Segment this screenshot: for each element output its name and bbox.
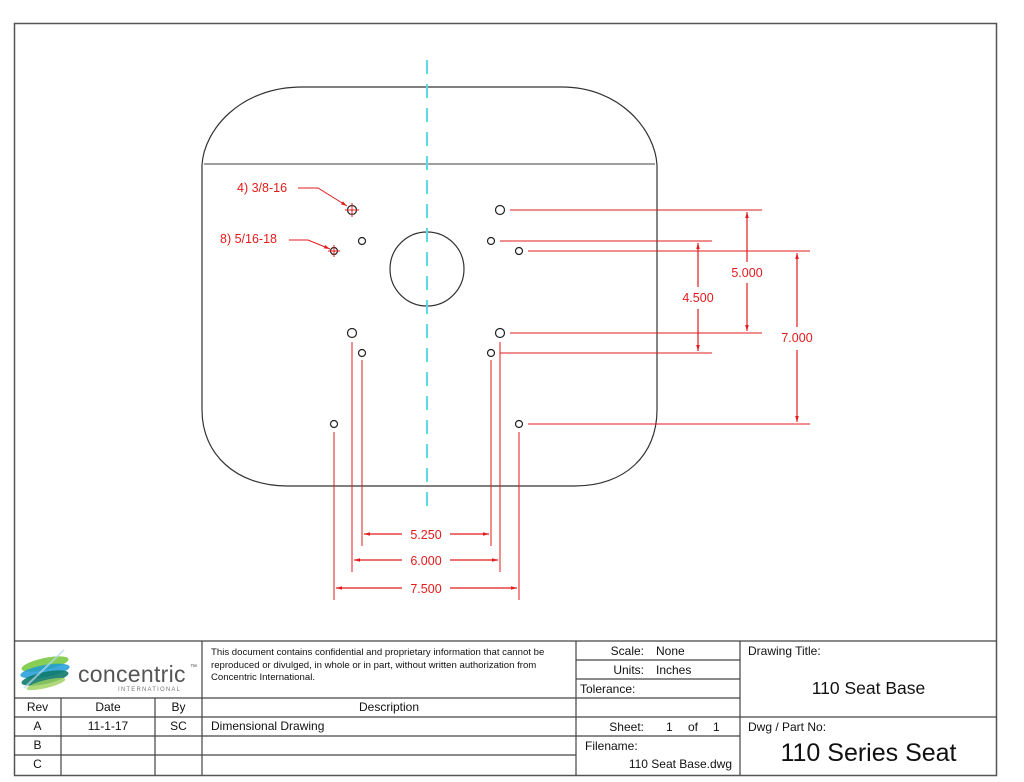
rev-value: B [33, 738, 42, 752]
hole-small [357, 348, 367, 358]
vertical-dimension-lines [696, 212, 799, 422]
rev-value: C [33, 757, 42, 771]
hole-small [486, 348, 496, 358]
dim-7-000: 7.000 [781, 331, 812, 345]
leader-3-8-16 [298, 187, 348, 207]
filename-label: Filename: [585, 739, 638, 753]
hole-small [514, 246, 524, 256]
sheet-of: of [688, 720, 699, 734]
drawing-title-label: Drawing Title: [748, 644, 821, 658]
units-label: Units: [613, 663, 644, 677]
rev-header: Rev [26, 700, 49, 714]
date-header: Date [95, 700, 121, 714]
part-no-label: Dwg / Part No: [748, 720, 827, 734]
hole-small [357, 236, 367, 246]
dim-7-500: 7.500 [410, 582, 441, 596]
part-outline [201, 86, 658, 487]
logo-tm: ™ [190, 664, 197, 671]
dim-5-000: 5.000 [731, 266, 762, 280]
leader-5-16-18 [289, 239, 331, 250]
dim-4-500: 4.500 [682, 291, 713, 305]
callout-5-16-18: 8) 5/16-18 [220, 232, 277, 246]
sheet-current: 1 [666, 720, 673, 734]
concentric-logo-icon [20, 649, 70, 691]
callout-3-8-16: 4) 3/8-16 [237, 181, 287, 195]
confidentiality-notice: This document contains confidential and … [211, 647, 545, 683]
horizontal-dimension-lines [336, 532, 517, 590]
callout-leaders [289, 187, 348, 250]
hole-small [486, 236, 496, 246]
logo-wordmark: concentric [78, 661, 186, 687]
description-value: Dimensional Drawing [211, 719, 325, 733]
seat-base-outline [201, 86, 658, 487]
dim-6-000: 6.000 [410, 554, 441, 568]
units-value: Inches [656, 663, 692, 677]
by-value: SC [170, 719, 187, 733]
logo-subtitle: INTERNATIONAL [118, 687, 182, 693]
tap-crosshairs [328, 203, 359, 257]
hole-large [494, 204, 506, 216]
tolerance-label: Tolerance: [580, 682, 636, 696]
date-value: 11-1-17 [87, 719, 129, 733]
holes [329, 204, 524, 429]
by-header: By [171, 700, 186, 714]
filename-value: 110 Seat Base.dwg [628, 757, 732, 771]
part-no-value: 110 Series Seat [780, 739, 957, 767]
hole-large [494, 327, 506, 339]
hole-large [346, 327, 358, 339]
hole-small [514, 419, 524, 429]
sheet-border [13, 22, 998, 777]
drawing-title-value: 110 Seat Base [811, 678, 926, 698]
dim-5-250: 5.250 [410, 528, 441, 542]
sheet-label: Sheet: [609, 720, 644, 734]
rev-value: A [33, 719, 42, 733]
extension-lines [333, 209, 810, 600]
description-header: Description [358, 700, 420, 714]
hole-small [329, 419, 339, 429]
title-block-grid [14, 640, 997, 775]
scale-label: Scale: [610, 644, 644, 658]
center-hole [389, 231, 465, 307]
scale-value: None [656, 644, 685, 658]
sheet-total: 1 [713, 720, 720, 734]
